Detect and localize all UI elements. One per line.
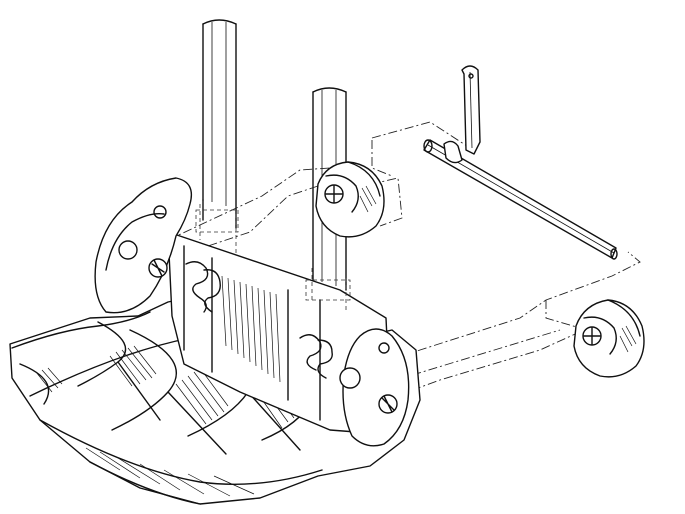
carriage-tray [9,177,421,505]
groove-hatching [35,345,303,497]
lower-wheel [573,299,645,378]
left-upright-rod [202,19,237,229]
partition-slots [185,261,333,379]
upper-wheel [315,161,385,238]
inner-wall-hatching [221,275,281,383]
crank-axle [423,65,618,260]
